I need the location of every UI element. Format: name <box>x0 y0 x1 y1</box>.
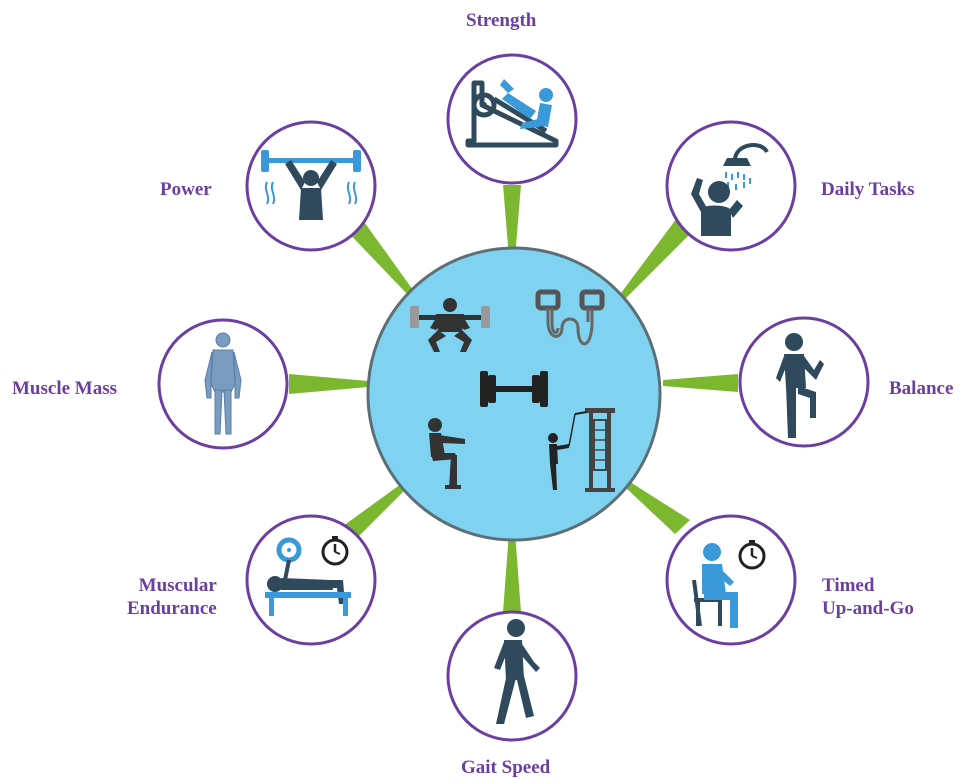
human-body-icon <box>204 332 242 435</box>
satellite-balance <box>738 316 870 448</box>
label-balance: Balance <box>889 378 954 399</box>
label-muscular-endurance-line1: Muscular <box>138 575 217 596</box>
leg-press-icon <box>465 79 559 148</box>
connector-strength <box>503 185 521 258</box>
dumbbell-icon <box>480 371 548 407</box>
label-gait-speed: Gait Speed <box>461 757 551 778</box>
satellite-daily-tasks <box>665 120 797 252</box>
connector-muscle-mass <box>289 374 368 394</box>
bench-press-stopwatch-icon <box>265 536 351 616</box>
connector-daily-tasks <box>621 218 692 298</box>
satellite-muscle-mass <box>157 318 289 450</box>
label-power: Power <box>160 179 212 200</box>
label-strength: Strength <box>466 10 537 31</box>
cable-machine-icon <box>548 408 615 492</box>
satellite-muscular-endurance <box>245 514 377 646</box>
central-hub <box>366 246 662 542</box>
connectors <box>289 185 738 612</box>
label-timed-up-and-go-line1: Timed <box>822 575 875 596</box>
satellite-power <box>245 120 377 252</box>
walking-person-icon <box>494 619 540 724</box>
label-muscle-mass: Muscle Mass <box>12 378 118 399</box>
label-muscular-endurance-line2: Endurance <box>127 598 217 619</box>
label-muscular-endurance: Muscular Endurance <box>127 574 217 620</box>
satellite-timed-up-and-go <box>665 514 797 646</box>
connector-gait-speed <box>503 532 521 612</box>
label-timed-up-and-go: Timed Up-and-Go <box>822 574 914 620</box>
barbell-squat-icon <box>410 298 490 352</box>
single-leg-stand-icon <box>776 333 824 438</box>
connector-timed-up-and-go <box>625 482 690 534</box>
connector-balance <box>663 374 738 392</box>
chair-stopwatch-icon <box>692 540 766 628</box>
overhead-lift-icon <box>261 150 361 220</box>
bodyweight-squat-icon <box>428 418 465 489</box>
label-timed-up-and-go-line2: Up-and-Go <box>822 598 914 619</box>
resistance-band-icon <box>535 289 605 346</box>
shower-icon <box>691 143 769 236</box>
connector-power <box>342 212 413 295</box>
label-daily-tasks: Daily Tasks <box>821 179 915 200</box>
satellite-gait-speed <box>446 610 578 742</box>
satellite-strength <box>446 53 578 185</box>
